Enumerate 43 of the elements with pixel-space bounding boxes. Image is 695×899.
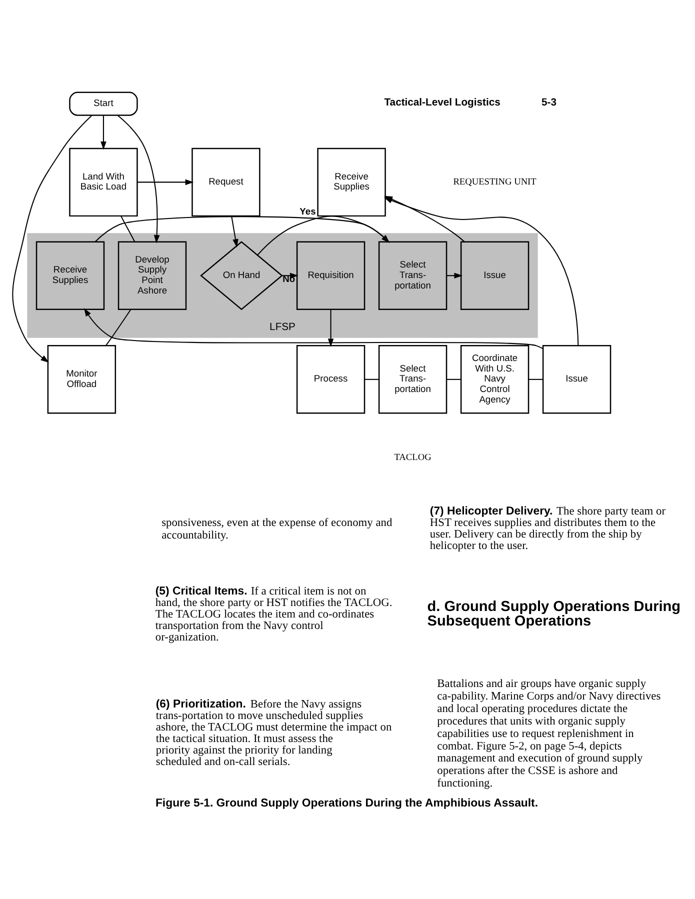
arrow bbox=[137, 178, 194, 185]
label: TACLOG bbox=[394, 452, 432, 463]
arrow bbox=[94, 216, 390, 242]
node-box: Issue bbox=[460, 240, 530, 310]
node-box: Issue bbox=[542, 344, 612, 414]
arrow bbox=[328, 308, 334, 346]
node-box: Select Trans- portation bbox=[378, 344, 448, 414]
label: Tactical-Level Logistics bbox=[384, 96, 500, 108]
label: d. Ground Supply Operations During Subsequent Operations bbox=[427, 598, 681, 630]
connector bbox=[106, 308, 132, 346]
node-box: Start bbox=[69, 91, 138, 116]
label: 5-3 bbox=[541, 96, 556, 108]
edge-label: Yes bbox=[300, 206, 316, 216]
caption: Figure 5-1. Ground Supply Operations During the Amphibious Assault. bbox=[155, 796, 538, 809]
arrow bbox=[117, 114, 160, 243]
node-box: Receive Supplies bbox=[36, 240, 105, 310]
node-box: Process bbox=[296, 344, 366, 414]
label: (7) Helicopter Delivery. The shore party team or HST receives supplies and distributes them to the user. Delivery can be directly from the ship by helicopter to the user. bbox=[430, 505, 666, 552]
arrow bbox=[384, 196, 579, 345]
label: (5) Critical Items. If a critical item is not on hand, the shore party or HST notifies the TACLOG. The TACLOG locates the item and co-ordinates transportation from the Navy control or-ganization. bbox=[155, 585, 392, 643]
connector bbox=[446, 378, 461, 380]
label: sponsiveness, even at the expense of economy and accountability. bbox=[162, 516, 392, 542]
node-box: Develop Supply Point Ashore bbox=[118, 240, 187, 310]
node-box: Receive Supplies bbox=[317, 147, 386, 216]
node-box: Monitor Offload bbox=[47, 344, 116, 414]
node-box: Land With Basic Load bbox=[69, 147, 138, 216]
node-box: Requisition bbox=[296, 240, 366, 310]
label: Battalions and air groups have organic supply ca-pability. Marine Corps and/or Navy directives and local operating procedures dictate the procedures that units with organic supply capabilities use to request replenishment in combat. Figure 5-2, on page 5-4, depicts management and execution of ground supply operations after the CSSE is ashore and functioning. bbox=[437, 677, 661, 790]
label: (6) Prioritization. Before the Navy assigns trans-portation to move unscheduled supplies ashore, the TACLOG must determine the impact on the tactical situation. It must assess the priority against the priority for landing scheduled and on-call serials. bbox=[156, 698, 392, 768]
node-diamond: On Hand bbox=[200, 240, 283, 310]
node-box: Select Trans- portation bbox=[378, 240, 448, 310]
arrow bbox=[231, 216, 238, 247]
node-box: Coordinate With U.S. Navy Control Agency bbox=[460, 344, 530, 414]
node-box: Request bbox=[192, 147, 260, 216]
arrow bbox=[257, 215, 390, 255]
arrow bbox=[12, 114, 92, 362]
connector bbox=[120, 215, 136, 242]
arrow bbox=[100, 114, 106, 150]
arrow bbox=[446, 272, 463, 278]
label: REQUESTING UNIT bbox=[453, 176, 536, 187]
arrow bbox=[84, 308, 544, 349]
connector bbox=[528, 378, 543, 380]
connector bbox=[364, 378, 379, 380]
